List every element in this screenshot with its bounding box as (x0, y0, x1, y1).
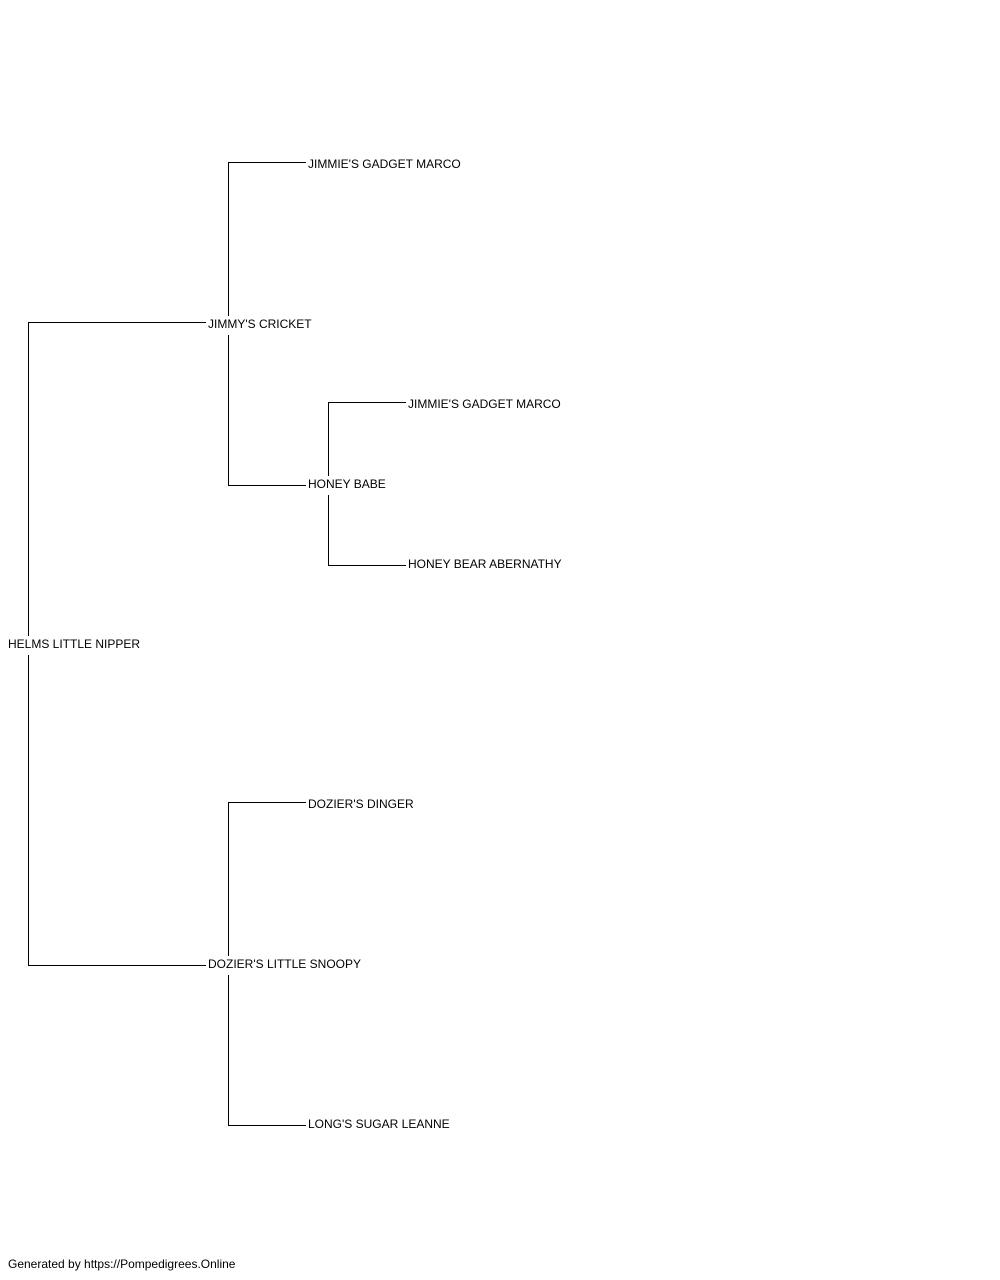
sire-dam-to-dam-line (328, 495, 406, 566)
subject-to-dam-line (28, 655, 206, 966)
subject-name: HELMS LITTLE NIPPER (8, 637, 141, 651)
dam-to-dam-sire-line (228, 802, 306, 956)
dam-dam-name: LONG'S SUGAR LEANNE (308, 1117, 450, 1131)
sire-dam-dam-name: HONEY BEAR ABERNATHY (408, 557, 562, 571)
sire-dam-name: HONEY BABE (308, 477, 386, 491)
subject-to-sire-line (28, 322, 206, 636)
sire-sire-name: JIMMIE'S GADGET MARCO (308, 157, 461, 171)
sire-dam-sire-name: JIMMIE'S GADGET MARCO (408, 397, 561, 411)
sire-to-sire-sire-line (228, 162, 306, 316)
sire-name: JIMMY'S CRICKET (208, 317, 312, 331)
generated-by-footer: Generated by https://Pompedigrees.Online (8, 1257, 236, 1271)
dam-sire-name: DOZIER'S DINGER (308, 797, 414, 811)
dam-name: DOZIER'S LITTLE SNOOPY (208, 957, 361, 971)
dam-to-dam-dam-line (228, 975, 306, 1126)
sire-dam-to-sire-line (328, 402, 406, 476)
sire-to-sire-dam-line (228, 335, 306, 486)
